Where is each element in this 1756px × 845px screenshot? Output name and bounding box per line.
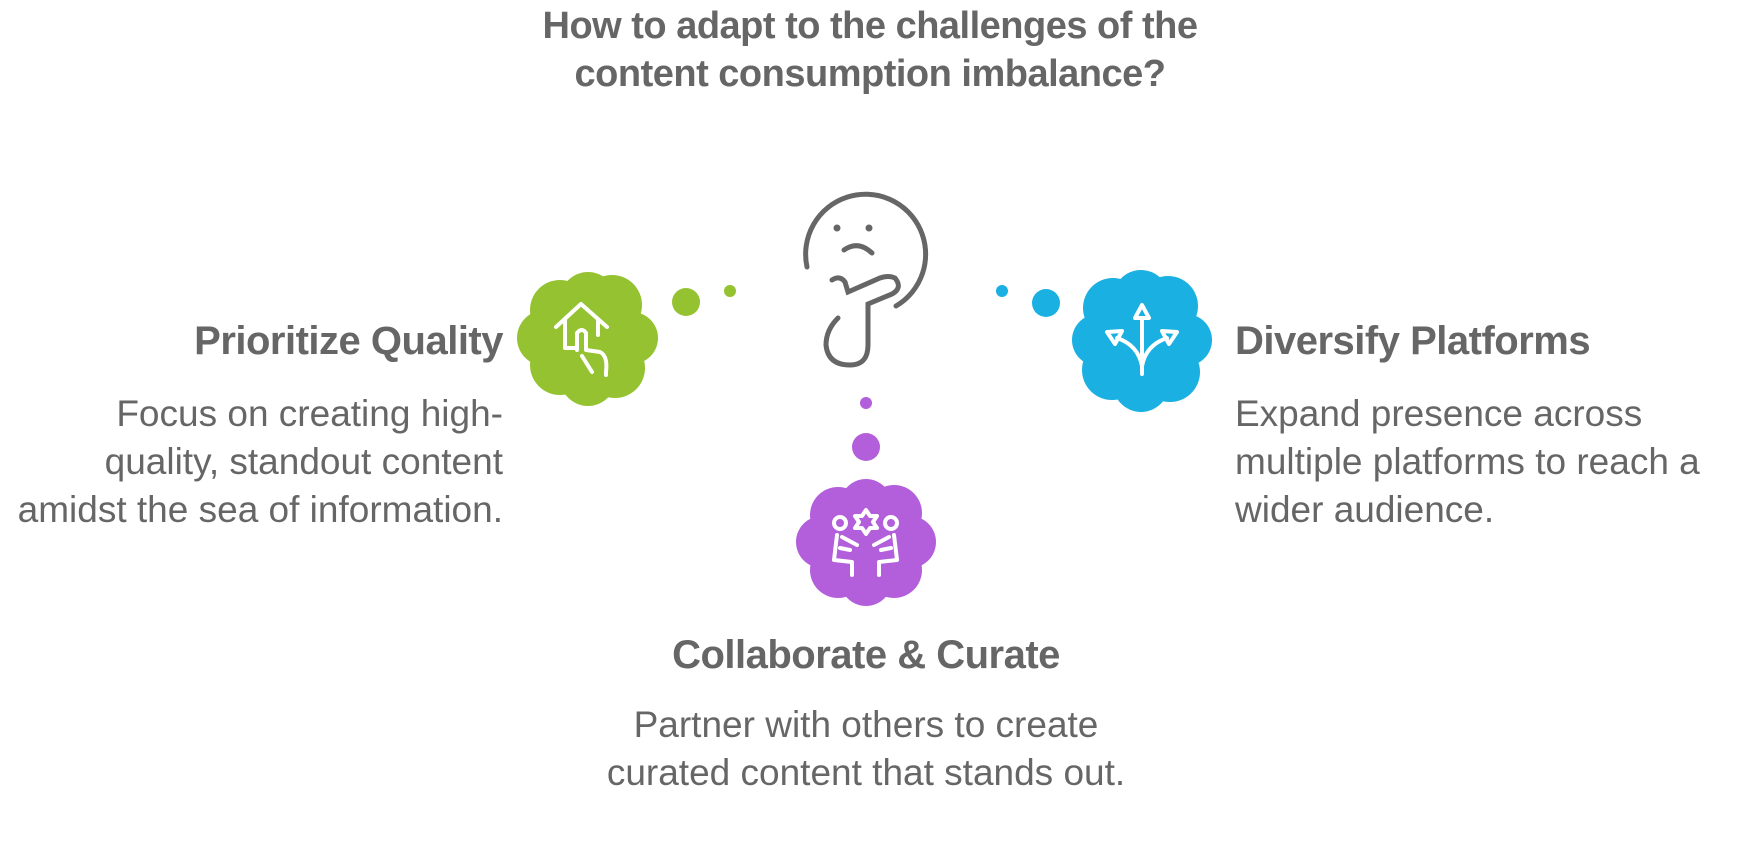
connector-dot — [1032, 289, 1060, 317]
option-description-collaborate-curate: Partner with others to create curated co… — [606, 704, 1126, 793]
connector-dot — [996, 285, 1008, 297]
thinking-face-icon — [803, 191, 929, 368]
option-description-prioritize-quality: Focus on creating high-quality, standout… — [17, 393, 503, 530]
connector-dot — [672, 288, 700, 316]
purple-blob — [796, 479, 936, 606]
diagram-title: How to adapt to the challenges of the co… — [542, 5, 1198, 95]
option-heading-diversify-platforms: Diversify Platforms — [1235, 319, 1591, 363]
option-description-diversify-platforms: Expand presence across multiple platform… — [1235, 393, 1700, 530]
house-hand-icon — [554, 302, 609, 377]
collaboration-icon — [832, 508, 899, 577]
blue-blob — [1072, 270, 1212, 412]
option-heading-collaborate-curate: Collaborate & Curate — [672, 633, 1060, 677]
connector-dot — [852, 433, 880, 461]
option-heading-prioritize-quality: Prioritize Quality — [194, 319, 503, 363]
branching-arrows-icon — [1105, 303, 1179, 376]
connector-dot — [724, 285, 736, 297]
connector-dot — [860, 397, 872, 409]
